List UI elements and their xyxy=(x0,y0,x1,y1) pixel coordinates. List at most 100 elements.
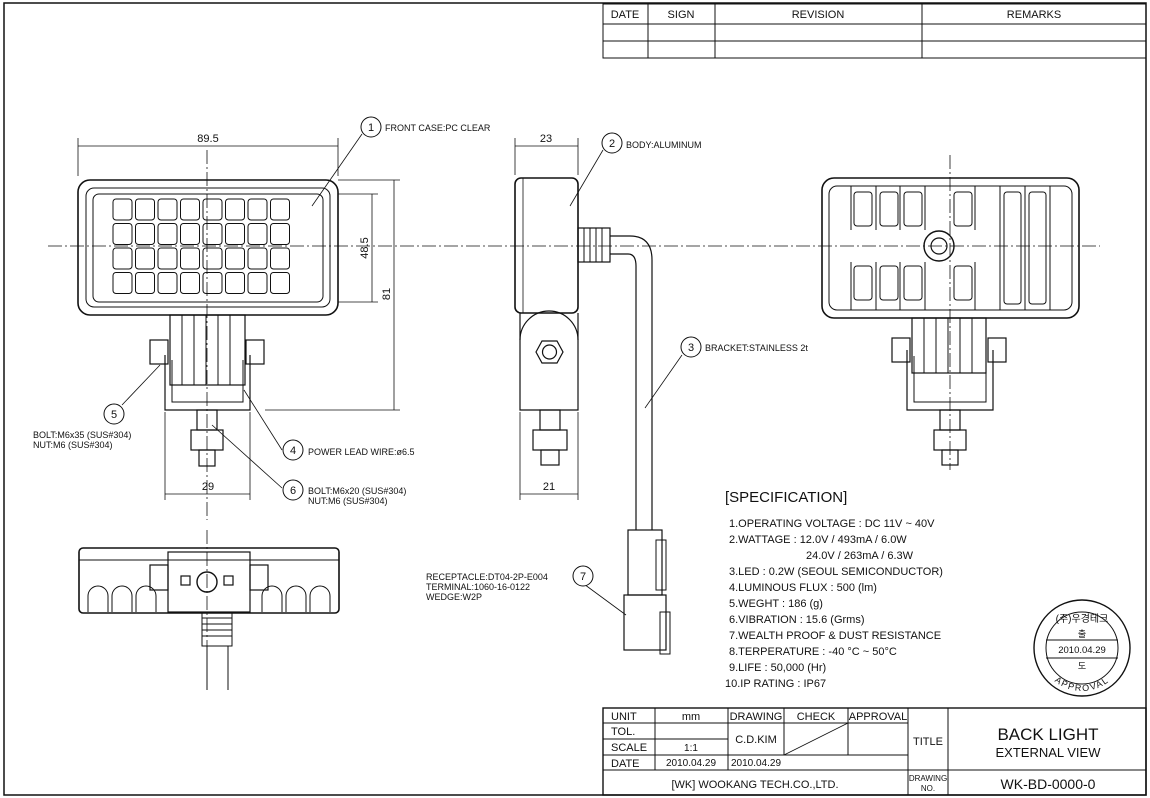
title-block xyxy=(602,707,1147,796)
stamp-ring-text: APPROVAL xyxy=(1053,675,1109,694)
callout-bubble-6 xyxy=(282,479,304,501)
led-cell xyxy=(157,198,178,221)
spec-title: [SPECIFICATION] xyxy=(725,489,847,506)
led-cell xyxy=(270,198,290,221)
spec-line-6: 6.VIBRATION : 15.6 (Grms) xyxy=(729,614,865,626)
dim-front-total-height: 81 xyxy=(381,288,393,300)
tb-date-value: 2010.04.29 xyxy=(666,758,716,769)
stamp-bottom-char: 도 xyxy=(1078,661,1086,671)
callout-number-2: 2 xyxy=(609,138,615,150)
led-cell xyxy=(157,247,178,270)
tb-tol-label: TOL. xyxy=(611,726,635,738)
callout-bubble-3 xyxy=(680,336,702,358)
led-cell xyxy=(225,272,245,294)
led-grid xyxy=(112,198,290,294)
tb-drawing-label: DRAWING xyxy=(730,711,783,723)
led-cell xyxy=(270,272,290,294)
callout-number-5: 5 xyxy=(111,409,117,421)
revision-header-sign: SIGN xyxy=(668,9,695,21)
led-cell xyxy=(112,247,133,270)
revision-header-revision: REVISION xyxy=(792,9,845,21)
callout-label-1-1: FRONT CASE:PC CLEAR xyxy=(385,123,491,133)
callout-bubble-7 xyxy=(572,565,594,587)
dim-side-depth: 23 xyxy=(540,133,552,145)
callout-bubble-5 xyxy=(103,403,125,425)
side-view xyxy=(514,177,671,655)
callout-label-4-1: POWER LEAD WIRE:ø6.5 xyxy=(308,447,415,457)
spec-line-2b: 24.0V / 263mA / 6.3W xyxy=(806,550,914,562)
front-view xyxy=(77,179,339,467)
dim-front-width: 89.5 xyxy=(197,133,218,145)
led-cell xyxy=(112,198,133,221)
callout-number-1: 1 xyxy=(368,122,374,134)
tb-check-label: CHECK xyxy=(797,711,836,723)
callout-label-7-3: WEDGE:W2P xyxy=(426,592,482,602)
led-cell xyxy=(135,247,155,270)
led-cell xyxy=(157,272,178,294)
spec-line-1: 1.OPERATING VOLTAGE : DC 11V ~ 40V xyxy=(729,518,935,530)
callout-label-7-1: RECEPTACLE:DT04-2P-E004 xyxy=(426,572,548,582)
spec-line-7: 7.WEALTH PROOF & DUST RESISTANCE xyxy=(729,630,941,642)
callout-label-5-1: BOLT:M6x35 (SUS#304) xyxy=(33,430,131,440)
led-cell xyxy=(247,272,268,294)
callout-label-6-2: NUT:M6 (SUS#304) xyxy=(308,496,388,506)
callout-number-6: 6 xyxy=(290,485,296,497)
callout-label-3-1: BRACKET:STAINLESS 2t xyxy=(705,343,808,353)
dim-bracket-width: 29 xyxy=(202,481,214,493)
led-cell xyxy=(112,223,133,245)
front-dimension-lines xyxy=(77,138,400,500)
spec-line-2: 2.WATTAGE : 12.0V / 493mA / 6.0W xyxy=(729,534,907,546)
tb-unit-value: mm xyxy=(682,711,700,723)
led-cell xyxy=(180,223,200,245)
tb-drawing-no-label-2: NO. xyxy=(921,784,935,793)
callout-leaders xyxy=(121,133,683,616)
tb-drawer-date: 2010.04.29 xyxy=(731,758,781,769)
led-cell xyxy=(247,247,268,270)
callout-label-2-1: BODY:ALUMINUM xyxy=(626,140,702,150)
dim-side-bottom: 21 xyxy=(543,481,555,493)
led-cell xyxy=(202,223,223,245)
spec-line-9: 9.LIFE : 50,000 (Hr) xyxy=(729,662,826,674)
led-cell xyxy=(112,272,133,294)
specification: [SPECIFICATION] 1.OPERATING VOLTAGE : DC… xyxy=(725,489,943,690)
dim-front-lens-height: 48.5 xyxy=(359,237,371,258)
led-cell xyxy=(135,272,155,294)
tb-approval-label: APPROVAL xyxy=(849,711,908,723)
callout-number-3: 3 xyxy=(688,342,694,354)
callout-bubble-2 xyxy=(601,132,623,154)
approval-stamp: (주)우경테크 출 2010.04.29 도 APPROVAL xyxy=(1033,599,1131,697)
spec-line-8: 8.TERPERATURE : -40 °C ~ 50°C xyxy=(729,646,897,658)
callout-bubble-4 xyxy=(282,439,304,461)
tb-scale-label: SCALE xyxy=(611,742,647,754)
callouts: 1 FRONT CASE:PC CLEAR 2 BODY:ALUMINUM 3 BRACK… xyxy=(33,116,808,602)
callout-number-7: 7 xyxy=(580,571,586,583)
led-cell xyxy=(270,223,290,245)
tb-drawing-no-label-1: DRAWING xyxy=(909,774,947,783)
svg-text:APPROVAL: APPROVAL xyxy=(1053,675,1111,694)
revision-header-date: DATE xyxy=(611,9,640,21)
tb-title-line1: BACK LIGHT xyxy=(997,725,1098,744)
tb-date-label: DATE xyxy=(611,758,640,770)
spec-line-5: 5.WEGHT : 186 (g) xyxy=(729,598,823,610)
tb-title-label: TITLE xyxy=(913,736,943,748)
tb-unit-label: UNIT xyxy=(611,711,637,723)
callout-label-7-2: TERMINAL:1060-16-0122 xyxy=(426,582,530,592)
led-cell xyxy=(180,247,200,270)
led-cell xyxy=(225,198,245,221)
led-cell xyxy=(225,247,245,270)
led-cell xyxy=(247,223,268,245)
tb-drawing-no: WK-BD-0000-0 xyxy=(1001,776,1096,792)
led-cell xyxy=(202,198,223,221)
side-dimension-lines xyxy=(514,138,579,500)
sheet-border xyxy=(3,2,1147,796)
led-cell xyxy=(135,198,155,221)
stamp-company: (주)우경테크 xyxy=(1056,612,1109,625)
callout-label-6-1: BOLT:M6x20 (SUS#304) xyxy=(308,486,406,496)
spec-line-3: 3.LED : 0.2W (SEOUL SEMICONDUCTOR) xyxy=(729,566,943,578)
callout-bubble-1 xyxy=(360,116,382,138)
tb-title-line2: EXTERNAL VIEW xyxy=(996,745,1102,760)
revision-header-remarks: REMARKS xyxy=(1007,9,1061,21)
stamp-date: 2010.04.29 xyxy=(1058,645,1106,656)
bottom-view xyxy=(78,547,340,690)
